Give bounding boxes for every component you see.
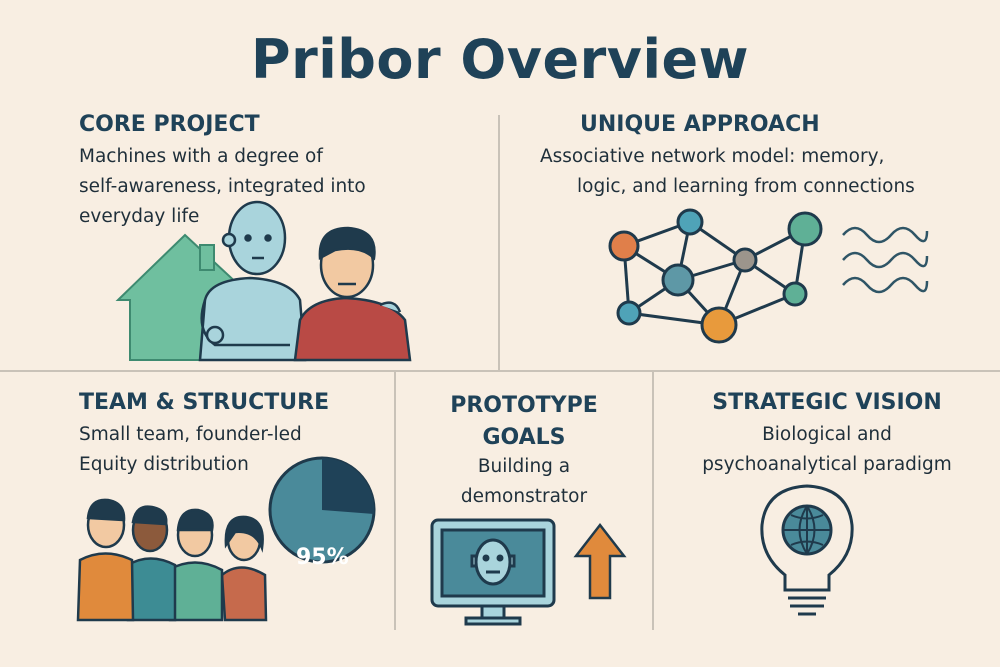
network-node — [616, 300, 642, 326]
text-line: Machines with a degree of — [79, 146, 323, 167]
heading-line: PROTOTYPE — [450, 393, 598, 418]
robot-icon — [198, 200, 307, 362]
network-node — [661, 263, 695, 297]
team-heading: TEAM & STRUCTURE — [79, 390, 330, 415]
heading-line: GOALS — [482, 425, 566, 450]
network-node — [700, 306, 738, 344]
team-people-illustration — [76, 498, 268, 622]
pie-label: 95% — [296, 545, 349, 570]
vision-heading: STRATEGIC VISION — [712, 390, 942, 415]
text-line: psychoanalytical paradigm — [702, 454, 952, 475]
text-line: Building a — [477, 456, 571, 477]
divider-vertical-bottom-2 — [652, 372, 654, 630]
text-line: self-awareness, integrated into — [79, 176, 366, 197]
unique-approach-text-line-2: logic, and learning from connections — [577, 176, 915, 197]
monitor-robot-icon — [430, 518, 556, 626]
wave-icon — [842, 226, 929, 294]
divider-horizontal — [0, 370, 1000, 372]
pie-slice-minor — [322, 457, 375, 514]
divider-vertical-top — [498, 115, 500, 370]
network-node — [787, 211, 823, 247]
person-icon — [293, 226, 412, 362]
text-line: Small team, founder-led — [79, 424, 302, 445]
prototype-heading: PROTOTYPE GOALS — [396, 390, 652, 454]
network-node — [676, 208, 704, 236]
core-project-heading: CORE PROJECT — [79, 112, 260, 137]
divider-vertical-bottom-1 — [394, 372, 396, 630]
text-line: Equity distribution — [79, 454, 249, 475]
team-text: Small team, founder-led Equity distribut… — [79, 420, 302, 480]
unique-approach-heading: UNIQUE APPROACH — [580, 112, 820, 137]
prototype-text: Building a demonstrator — [396, 452, 652, 512]
text-line: Biological and — [762, 424, 892, 445]
page-title: Pribor Overview — [251, 28, 749, 91]
equity-pie-chart — [268, 456, 376, 564]
unique-approach-text-line-1: Associative network model: memory, — [540, 146, 885, 167]
network-node — [782, 281, 808, 307]
core-project-text: Machines with a degree of self-awareness… — [79, 142, 366, 232]
up-arrow-icon — [573, 522, 627, 600]
vision-text: Biological and psychoanalytical paradigm — [654, 420, 1000, 480]
robot-human-illustration — [115, 200, 412, 362]
lightbulb-globe-icon — [760, 484, 854, 616]
network-node — [732, 247, 758, 273]
text-line: everyday life — [79, 206, 200, 227]
network-node — [608, 230, 640, 262]
text-line: demonstrator — [460, 486, 588, 507]
associative-network-diagram — [608, 208, 823, 344]
